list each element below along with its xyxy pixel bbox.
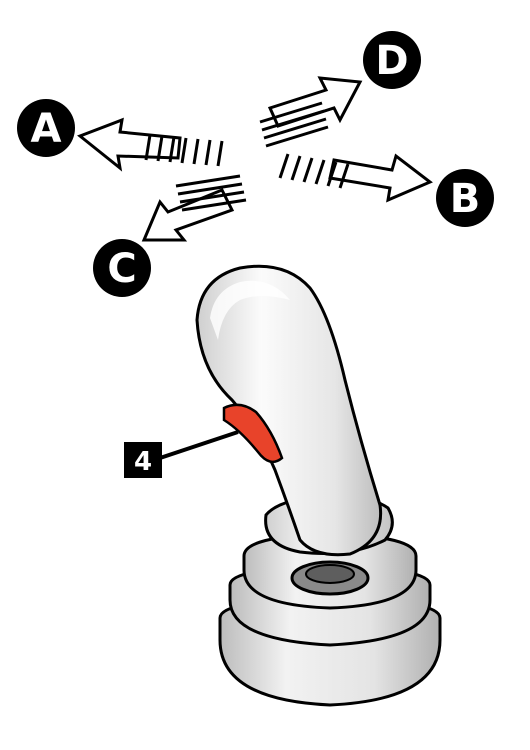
direction-badge-d: D — [363, 31, 421, 89]
direction-badge-a: A — [17, 99, 75, 157]
arrow-a — [80, 120, 222, 168]
callout-4: 4 — [124, 432, 238, 478]
callout-number: 4 — [134, 447, 152, 477]
joystick-icon — [197, 266, 440, 705]
direction-label-c: C — [107, 246, 136, 292]
direction-badge-c: C — [93, 239, 151, 297]
direction-badge-b: B — [436, 169, 494, 227]
arrow-d — [260, 78, 360, 146]
arrow-c — [144, 176, 246, 240]
direction-label-d: D — [375, 38, 408, 84]
arrow-b — [280, 154, 430, 200]
callout-leader-line — [160, 432, 238, 458]
direction-label-a: A — [31, 106, 62, 152]
direction-label-b: B — [450, 176, 481, 222]
